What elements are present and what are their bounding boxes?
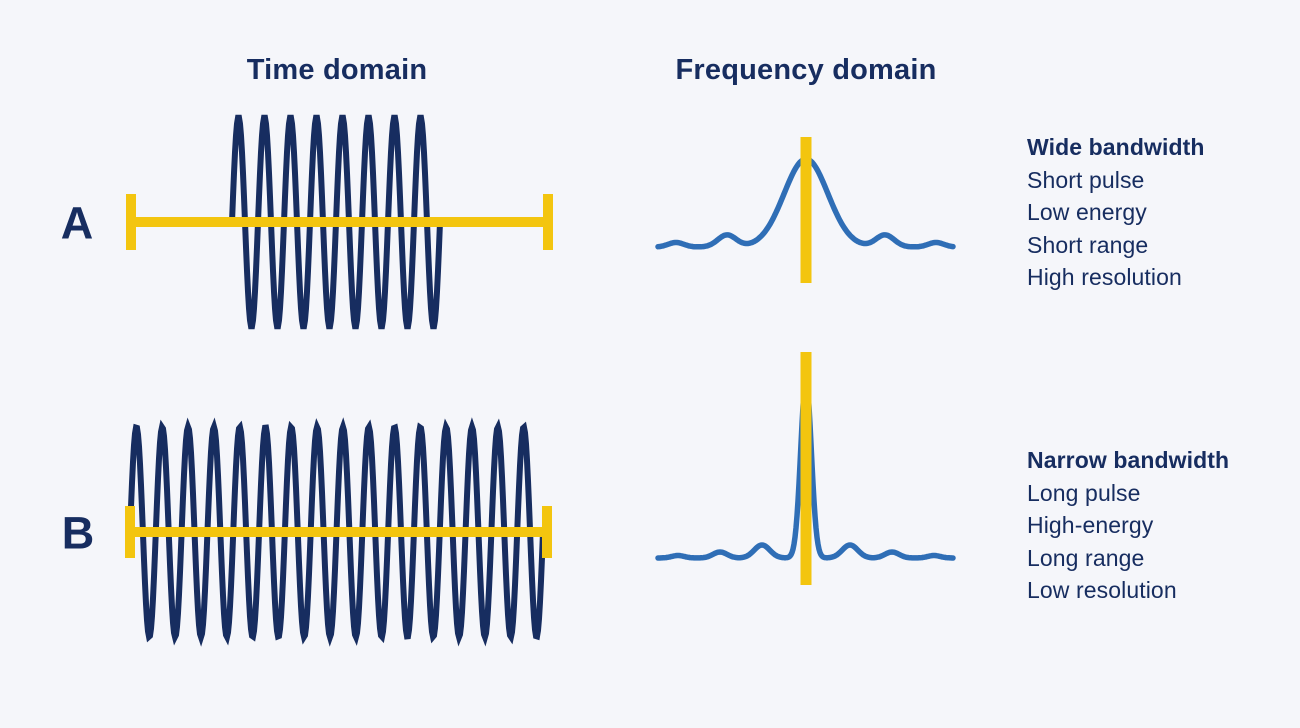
annotation-title: Narrow bandwidth: [1027, 447, 1230, 473]
pulse-duration-cap: [542, 506, 552, 558]
annotation-item: Long range: [1027, 544, 1145, 571]
pulse-duration-cap: [126, 194, 136, 250]
row-a-label: A: [60, 197, 94, 249]
annotation-item: Short pulse: [1027, 166, 1145, 193]
center-frequency-marker: [800, 352, 812, 585]
pulse-duration-bar: [131, 217, 548, 227]
annotation-item: Low resolution: [1027, 577, 1177, 603]
annotation-title: Wide bandwidth: [1027, 134, 1205, 160]
frequency-domain-header: Frequency domain: [675, 54, 937, 86]
row-a-annotation: Wide bandwidth Short pulse Low energy Sh…: [1027, 131, 1205, 294]
row-b-label: B: [61, 507, 95, 559]
annotation-item: High-energy: [1027, 512, 1154, 538]
center-frequency-marker: [800, 137, 812, 283]
annotation-item: High resolution: [1027, 264, 1182, 290]
pulse-duration-bar: [130, 527, 547, 537]
pulse-duration-cap: [125, 506, 135, 558]
annotation-item: Short range: [1027, 231, 1149, 258]
pulse-duration-cap: [543, 194, 553, 250]
row-b-annotation: Narrow bandwidth Long pulse High-energy …: [1027, 444, 1229, 607]
annotation-item: Low energy: [1027, 199, 1147, 225]
time-domain-header: Time domain: [246, 54, 428, 86]
annotation-item: Long pulse: [1027, 479, 1141, 506]
